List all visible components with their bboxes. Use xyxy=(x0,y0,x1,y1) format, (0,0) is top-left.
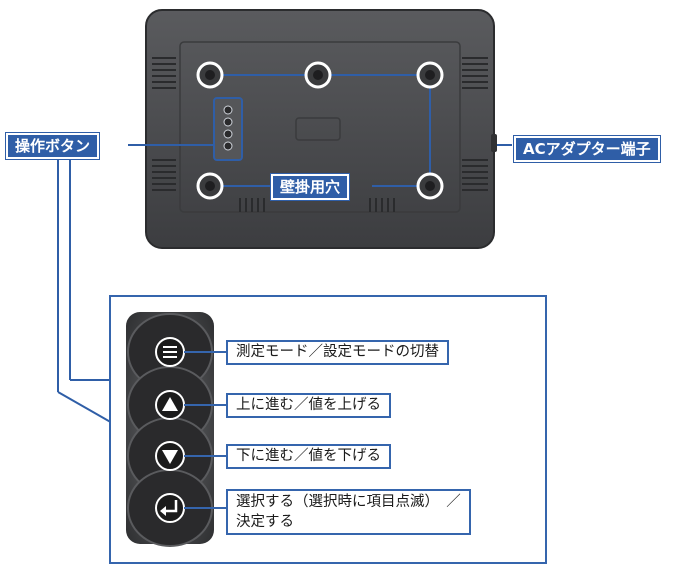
menu-lines-icon xyxy=(155,337,185,367)
vent-bottom xyxy=(239,198,395,212)
wall-hole xyxy=(196,172,224,200)
button-desc-enter-line1: 選択する（選択時に項目点滅） ／ xyxy=(236,494,461,510)
wall-hole xyxy=(416,172,444,200)
wall-hole xyxy=(304,61,332,89)
operation-buttons-label: 操作ボタン xyxy=(6,133,100,159)
ac-adapter-label: ACアダプター端子 xyxy=(514,136,660,162)
wall-hole xyxy=(196,61,224,89)
button-desc-enter: 選択する（選択時に項目点滅） ／ 決定する xyxy=(226,489,471,535)
vent-left xyxy=(152,57,176,191)
button-desc-enter-line2: 決定する xyxy=(236,514,294,530)
button-desc-up: 上に進む／値を上げる xyxy=(226,393,391,418)
button-connectors xyxy=(184,351,226,509)
button-desc-mode: 測定モード／設定モードの切替 xyxy=(226,340,449,365)
device-back xyxy=(145,9,497,249)
triangle-down-icon xyxy=(155,441,185,471)
wall-holes-label: 壁掛用穴 xyxy=(271,174,350,200)
vent-right xyxy=(462,57,488,191)
button-desc-down: 下に進む／値を下げる xyxy=(226,444,391,469)
enter-arrow-icon xyxy=(155,493,185,523)
wall-hole xyxy=(416,61,444,89)
triangle-up-icon xyxy=(155,390,185,420)
